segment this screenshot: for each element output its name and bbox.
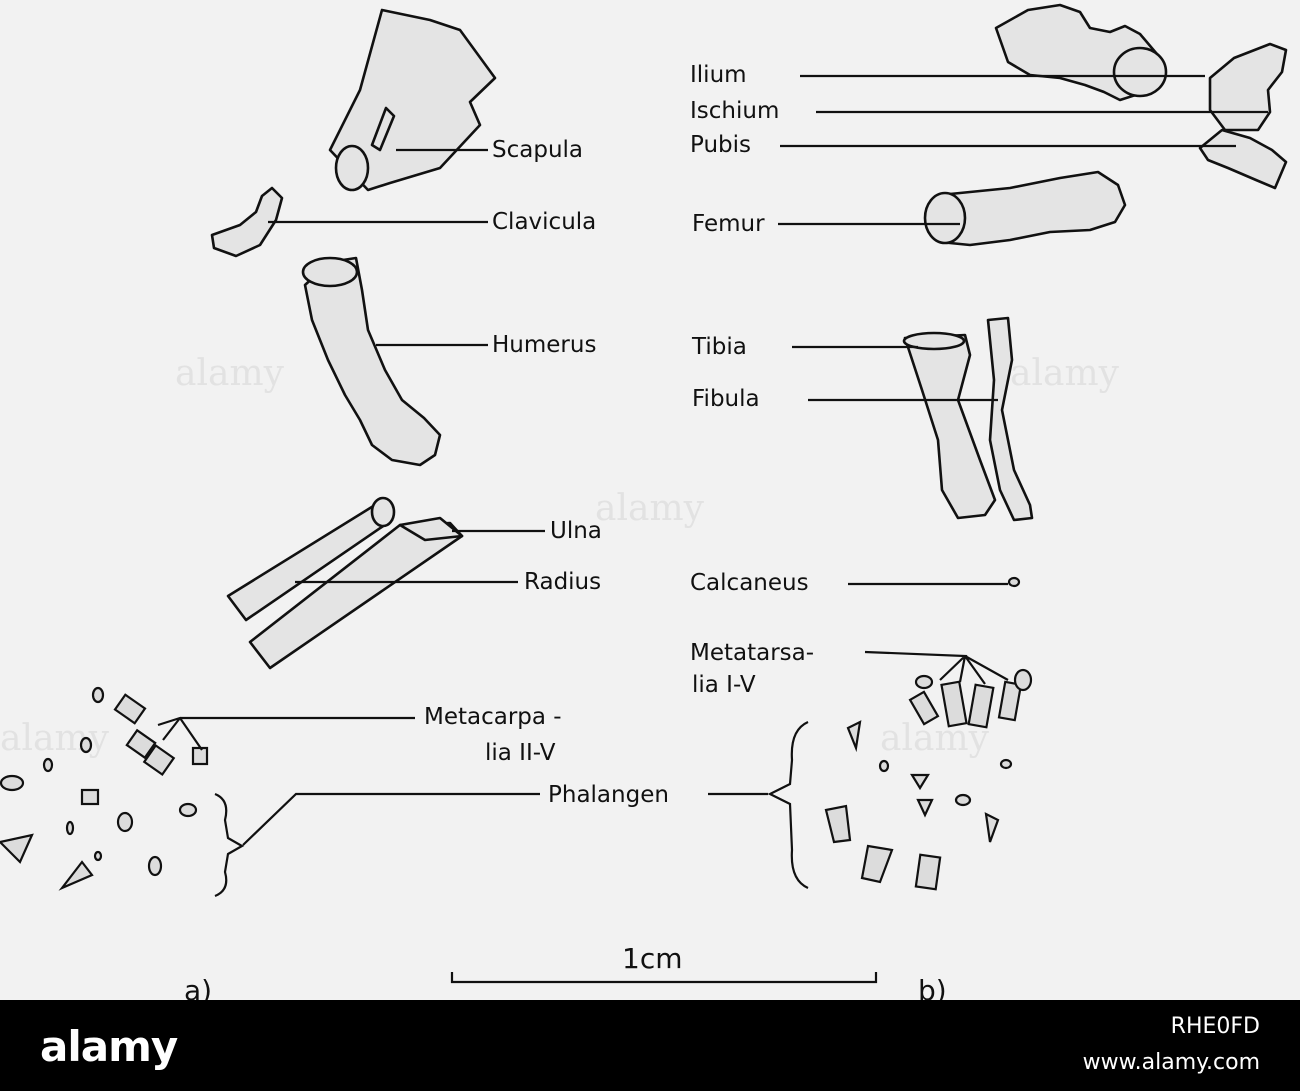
figure: alamy alamy alamy alamy alamy Scapula Cl… <box>0 0 1300 1000</box>
label-clavicula: Clavicula <box>492 209 596 235</box>
footer-bar: alamy RHE0FD www.alamy.com <box>0 1000 1300 1091</box>
panel-b-label: b) <box>918 974 947 1000</box>
calcaneus-bone <box>1009 578 1019 586</box>
scale-bar-label: 1cm <box>622 942 682 975</box>
label-calcaneus: Calcaneus <box>690 570 809 596</box>
watermark: alamy <box>175 353 285 394</box>
skeleton-diagram: alamy alamy alamy alamy alamy Scapula Cl… <box>0 0 1300 1000</box>
label-scapula: Scapula <box>492 137 583 163</box>
label-metatarsalia-1: Metatarsa- <box>690 640 814 666</box>
label-humerus: Humerus <box>492 332 596 358</box>
label-ilium: Ilium <box>690 62 747 88</box>
label-tibia: Tibia <box>691 334 747 360</box>
label-metacarpalia-2: lia II-V <box>485 740 556 766</box>
site-url[interactable]: www.alamy.com <box>1083 1050 1260 1075</box>
watermark: alamy <box>1010 353 1120 394</box>
label-pubis: Pubis <box>690 132 751 158</box>
label-phalangen: Phalangen <box>548 782 669 808</box>
label-fibula: Fibula <box>692 386 760 412</box>
brand-logo[interactable]: alamy <box>40 1022 177 1071</box>
watermark: alamy <box>595 488 705 529</box>
panel-a-label: a) <box>184 974 212 1000</box>
label-femur: Femur <box>692 211 765 237</box>
label-ulna: Ulna <box>550 518 602 544</box>
label-metacarpalia-1: Metacarpa - <box>424 704 562 730</box>
label-metatarsalia-2: lia I-V <box>692 672 756 698</box>
stock-id: RHE0FD <box>1171 1014 1260 1039</box>
watermark: alamy <box>0 718 110 759</box>
label-ischium: Ischium <box>690 98 779 124</box>
label-radius: Radius <box>524 569 601 595</box>
